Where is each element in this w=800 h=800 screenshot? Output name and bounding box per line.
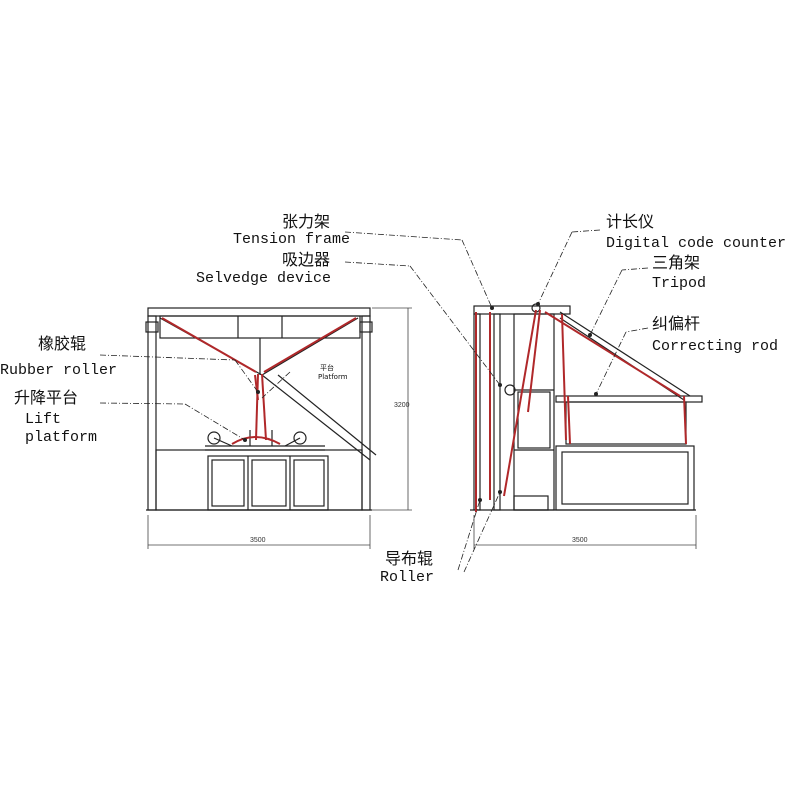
front-base <box>155 449 363 511</box>
lift-platform-en-1: Lift <box>25 411 62 428</box>
side-view <box>470 303 703 511</box>
digital-code-counter-en: Digital code counter <box>606 235 787 252</box>
front-view <box>145 307 377 511</box>
leader-lines <box>99 229 649 573</box>
tripod-cn: 三角架 <box>652 253 701 272</box>
digital-code-counter-cn: 计长仪 <box>606 212 655 231</box>
side-top-beam <box>473 305 571 315</box>
front-top-beam <box>147 307 371 317</box>
roller-en: Roller <box>380 569 435 586</box>
platform-tag-cn: 平台 <box>320 364 334 372</box>
front-left-post <box>147 315 157 511</box>
front-inclined-table <box>261 374 371 461</box>
correcting-rod-cn: 纠偏杆 <box>652 314 701 333</box>
rubber-roller-en: Rubber roller <box>0 362 118 379</box>
tripod-en: Tripod <box>652 275 707 292</box>
side-middle-column <box>513 313 555 511</box>
dim-right-width: 3500 <box>572 537 588 544</box>
selvedge-device-en: Selvedge device <box>196 270 332 287</box>
front-fabric-path <box>161 317 357 445</box>
side-tripod <box>559 311 691 397</box>
front-dimensions <box>147 307 412 549</box>
platform-tag-en: Platform <box>318 373 348 381</box>
side-dimensions <box>473 515 697 549</box>
front-right-post <box>361 315 371 511</box>
dim-left-height: 3200 <box>394 402 410 409</box>
tension-frame-en: Tension frame <box>233 231 351 248</box>
side-fabric-path <box>475 309 687 512</box>
tension-frame-cn: 张力架 <box>282 212 331 231</box>
lift-platform-en-2: platform <box>25 429 98 446</box>
roller-cn: 导布辊 <box>385 549 434 568</box>
rubber-roller-cn: 橡胶辊 <box>38 334 87 353</box>
dim-left-width: 3500 <box>250 537 266 544</box>
leader-arrow-dots <box>243 302 598 502</box>
selvedge-device-cn: 吸边器 <box>282 250 331 269</box>
lift-platform-cn: 升降平台 <box>14 388 79 407</box>
correcting-rod-en: Correcting rod <box>652 338 779 355</box>
side-base <box>555 445 695 511</box>
